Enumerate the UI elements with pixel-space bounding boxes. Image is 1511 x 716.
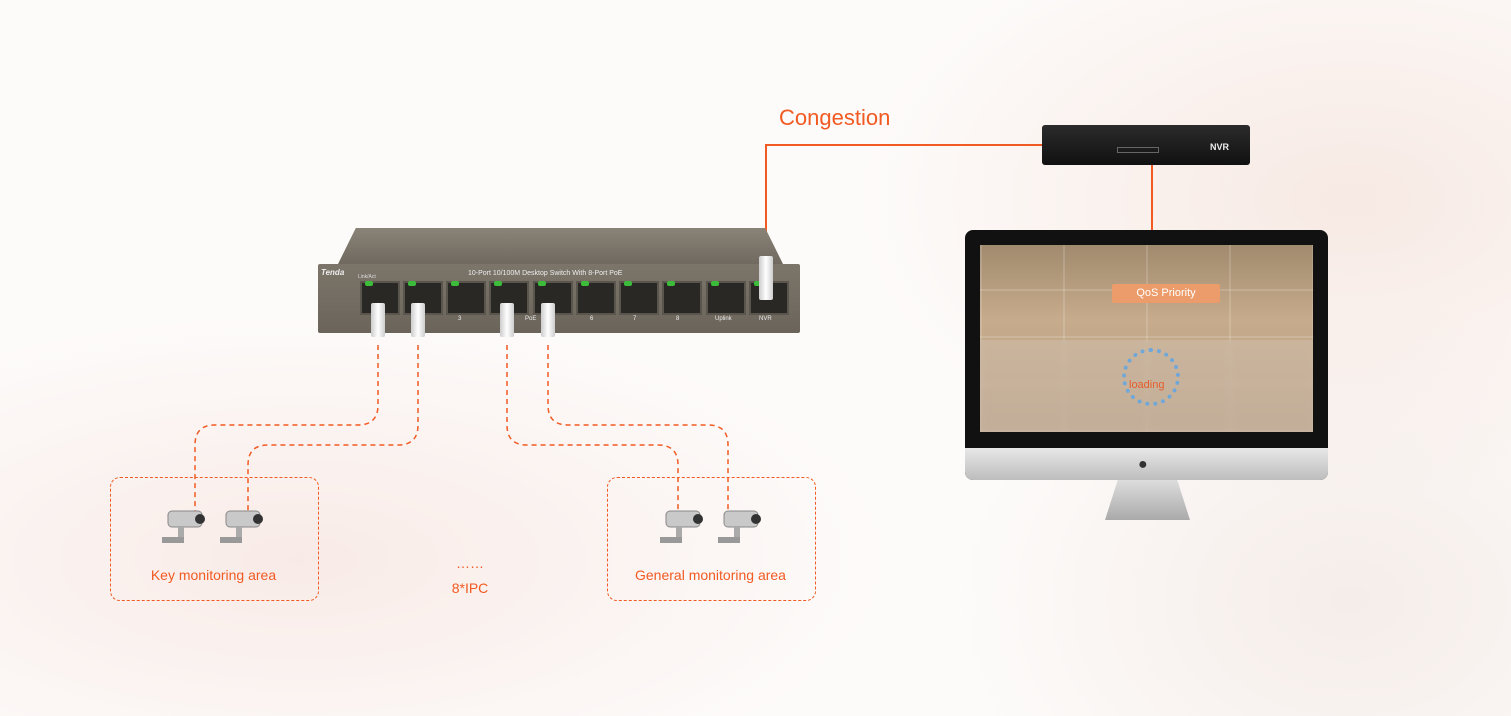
port-label: Uplink [715, 316, 732, 322]
port-8 [662, 281, 702, 315]
link-label: Link/Act [358, 274, 376, 280]
brand-logo: Tenda [321, 268, 345, 277]
camera-icon [659, 510, 704, 544]
key-monitoring-area [110, 477, 319, 601]
switch-title: 10-Port 10/100M Desktop Switch With 8-Po… [468, 270, 623, 277]
general-monitoring-area [607, 477, 816, 601]
monitor-stand [1105, 480, 1190, 520]
port-6 [576, 281, 616, 315]
cable-plug-icon [371, 303, 385, 337]
cable-4 [547, 345, 729, 510]
cable-plug-icon [500, 303, 514, 337]
port-3 [446, 281, 486, 315]
cable-plug-icon [411, 303, 425, 337]
camera-icon [717, 510, 762, 544]
poe-switch: Tenda 10-Port 10/100M Desktop Switch Wit… [318, 228, 800, 337]
loading-label: loading [1129, 379, 1165, 391]
cable-1 [194, 345, 379, 512]
apple-logo-icon: ● [1138, 456, 1148, 473]
camera-icon [161, 510, 206, 544]
ipc-count-label: 8*IPC [451, 580, 489, 596]
cable-plug-icon [759, 256, 773, 300]
key-area-label: Key monitoring area [150, 567, 277, 583]
monitor: QoS Priority loading ● [965, 230, 1328, 480]
loading-spinner-icon [1122, 348, 1180, 406]
congestion-line [765, 144, 1042, 258]
qos-priority-badge: QoS Priority [1112, 284, 1220, 303]
poe-label: PoE [525, 316, 537, 322]
nvr-label: NVR [1210, 142, 1230, 152]
ipc-ellipsis: …… [456, 555, 484, 571]
port-label: NVR [759, 316, 772, 322]
general-area-label: General monitoring area [635, 567, 786, 583]
port-label: 7 [633, 316, 637, 322]
port-label: 6 [590, 316, 594, 322]
camera-grid-screen: QoS Priority loading [980, 245, 1313, 432]
port-uplink [706, 281, 746, 315]
camera-icon [219, 510, 264, 544]
port-7 [619, 281, 659, 315]
port-label: 8 [676, 316, 680, 322]
cable-plug-icon [541, 303, 555, 337]
nvr-device: NVR [1042, 125, 1250, 165]
port-label: 3 [458, 316, 462, 322]
congestion-label: Congestion [779, 105, 891, 130]
